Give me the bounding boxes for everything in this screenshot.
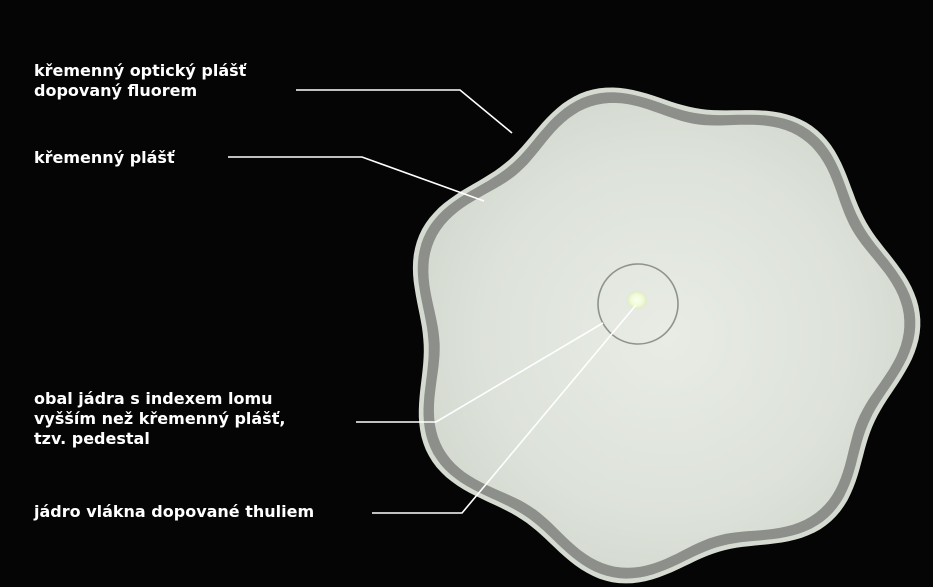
leader-line-silica-cladding (228, 157, 484, 201)
label-doped-cladding: křemenný optický plášť dopovaný fluorem (34, 61, 246, 101)
label-line: obal jádra s indexem lomu (34, 389, 285, 409)
label-line: dopovaný fluorem (34, 81, 246, 101)
label-line: křemenný plášť (34, 148, 175, 168)
label-line: křemenný optický plášť (34, 61, 246, 81)
label-line: tzv. pedestal (34, 429, 285, 449)
label-line: jádro vlákna dopované thuliem (34, 502, 314, 522)
label-silica-cladding: křemenný plášť (34, 148, 175, 168)
label-pedestal: obal jádra s indexem lomu vyšším než kře… (34, 389, 285, 449)
leader-line-doped-cladding (296, 90, 512, 133)
fiber-core (627, 291, 647, 309)
label-core: jádro vlákna dopované thuliem (34, 502, 314, 522)
label-line: vyšším než křemenný plášť, (34, 409, 285, 429)
